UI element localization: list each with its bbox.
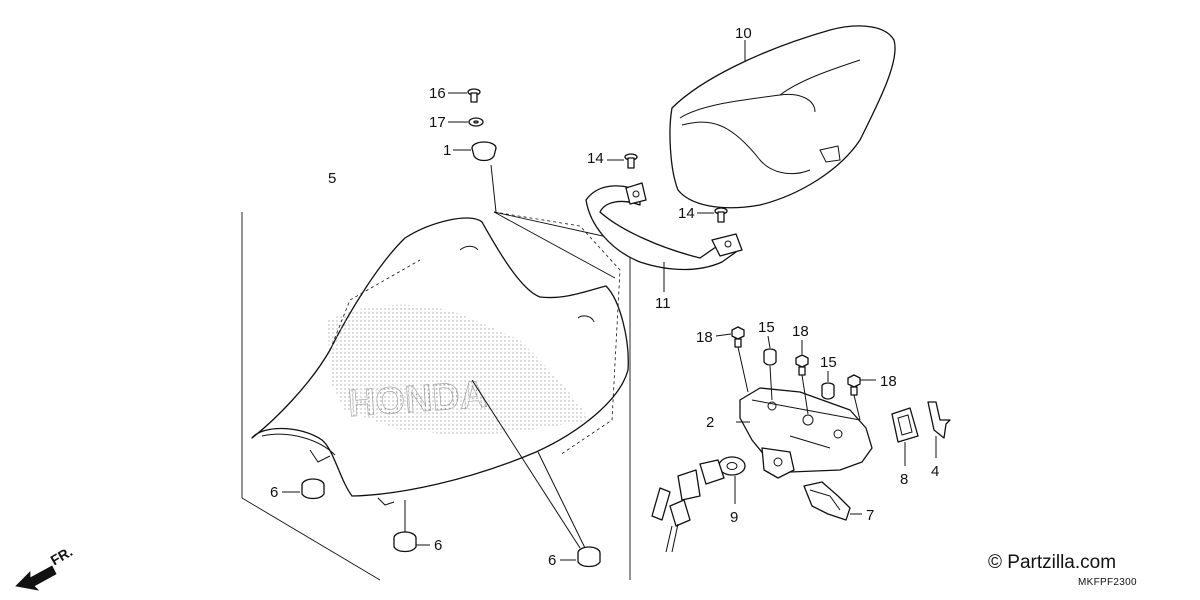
rear-seat[interactable] bbox=[669, 25, 896, 209]
partzilla-watermark: © Partzilla.com bbox=[988, 552, 1116, 574]
callout-14a[interactable]: 14 bbox=[587, 150, 604, 167]
seat-catch-bracket[interactable] bbox=[739, 387, 873, 479]
main-seat[interactable]: HONDA bbox=[251, 217, 629, 506]
callout-8[interactable]: 8 bbox=[900, 471, 908, 488]
key-lock-set-9[interactable] bbox=[651, 456, 746, 553]
rubber-cushion-6c[interactable] bbox=[577, 546, 601, 568]
bolt-16[interactable] bbox=[467, 88, 481, 103]
seat-latch-7[interactable] bbox=[803, 481, 851, 521]
callout-18c[interactable]: 18 bbox=[880, 373, 897, 390]
callout-11[interactable]: 11 bbox=[655, 295, 671, 312]
rubber-cushion-6a[interactable] bbox=[301, 478, 325, 500]
callout-4[interactable]: 4 bbox=[931, 463, 939, 480]
seat-strap[interactable] bbox=[585, 182, 743, 271]
callout-18b[interactable]: 18 bbox=[792, 323, 809, 340]
callout-7[interactable]: 7 bbox=[866, 507, 874, 524]
front-label: FR. bbox=[48, 543, 76, 568]
washer-17[interactable] bbox=[468, 117, 484, 127]
seat-assembly-frame bbox=[241, 211, 631, 581]
callout-labels: 1 17 16 5 10 14 14 11 18 15 18 15 18 2 8… bbox=[270, 25, 939, 569]
callout-1[interactable]: 1 bbox=[443, 142, 451, 159]
grommet-1[interactable] bbox=[471, 141, 497, 162]
bolt-14a[interactable] bbox=[624, 153, 638, 169]
bolt-18a[interactable] bbox=[731, 326, 745, 348]
callout-16[interactable]: 16 bbox=[429, 85, 446, 102]
bolt-14b[interactable] bbox=[714, 207, 728, 223]
callout-6b[interactable]: 6 bbox=[434, 537, 442, 554]
front-direction-arrow bbox=[15, 565, 57, 591]
callout-6a[interactable]: 6 bbox=[270, 484, 278, 501]
callout-2[interactable]: 2 bbox=[706, 414, 714, 431]
seat-dashed-outline bbox=[329, 211, 621, 456]
callout-9[interactable]: 9 bbox=[730, 509, 738, 526]
callout-10[interactable]: 10 bbox=[735, 25, 752, 42]
collar-15a[interactable] bbox=[763, 348, 777, 366]
callout-17[interactable]: 17 bbox=[429, 114, 446, 131]
rubber-cushion-6b[interactable] bbox=[393, 531, 417, 553]
diagram-code: MKFPF2300 bbox=[1078, 577, 1137, 588]
callout-6c[interactable]: 6 bbox=[548, 552, 556, 569]
bolt-18b[interactable] bbox=[795, 354, 809, 376]
plate-8[interactable] bbox=[891, 407, 919, 443]
callout-14b[interactable]: 14 bbox=[678, 205, 695, 222]
callout-5[interactable]: 5 bbox=[328, 170, 336, 187]
callout-18a[interactable]: 18 bbox=[696, 329, 713, 346]
clip-4[interactable] bbox=[927, 401, 951, 439]
callout-15a[interactable]: 15 bbox=[758, 319, 775, 336]
collar-15b[interactable] bbox=[821, 382, 835, 400]
bolt-18c[interactable] bbox=[847, 374, 861, 396]
callout-15b[interactable]: 15 bbox=[820, 354, 837, 371]
seat-logo-text: HONDA bbox=[347, 374, 489, 426]
watermark-text: © Partzilla.com bbox=[988, 552, 1117, 573]
